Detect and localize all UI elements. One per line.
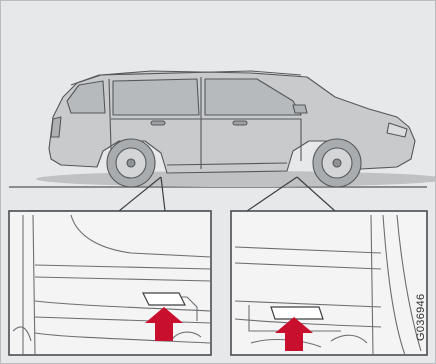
car-shadow: [36, 171, 435, 187]
rear-door-handle: [151, 121, 165, 125]
side-mirror: [293, 105, 307, 113]
front-jack-point-inset: [231, 211, 427, 355]
front-door-handle: [233, 121, 247, 125]
rear-door-window: [113, 79, 199, 115]
car-illustration: [36, 71, 435, 187]
rear-jack-point-inset: [9, 211, 211, 355]
taillight: [51, 117, 61, 137]
front-wheel-hub: [333, 159, 341, 167]
rear-wheel-hub: [127, 159, 135, 167]
front-jack-point-marker: [271, 307, 323, 319]
figure-code: G036946: [415, 294, 427, 341]
rear-jack-point-marker: [143, 293, 185, 305]
rear-window: [67, 81, 105, 113]
